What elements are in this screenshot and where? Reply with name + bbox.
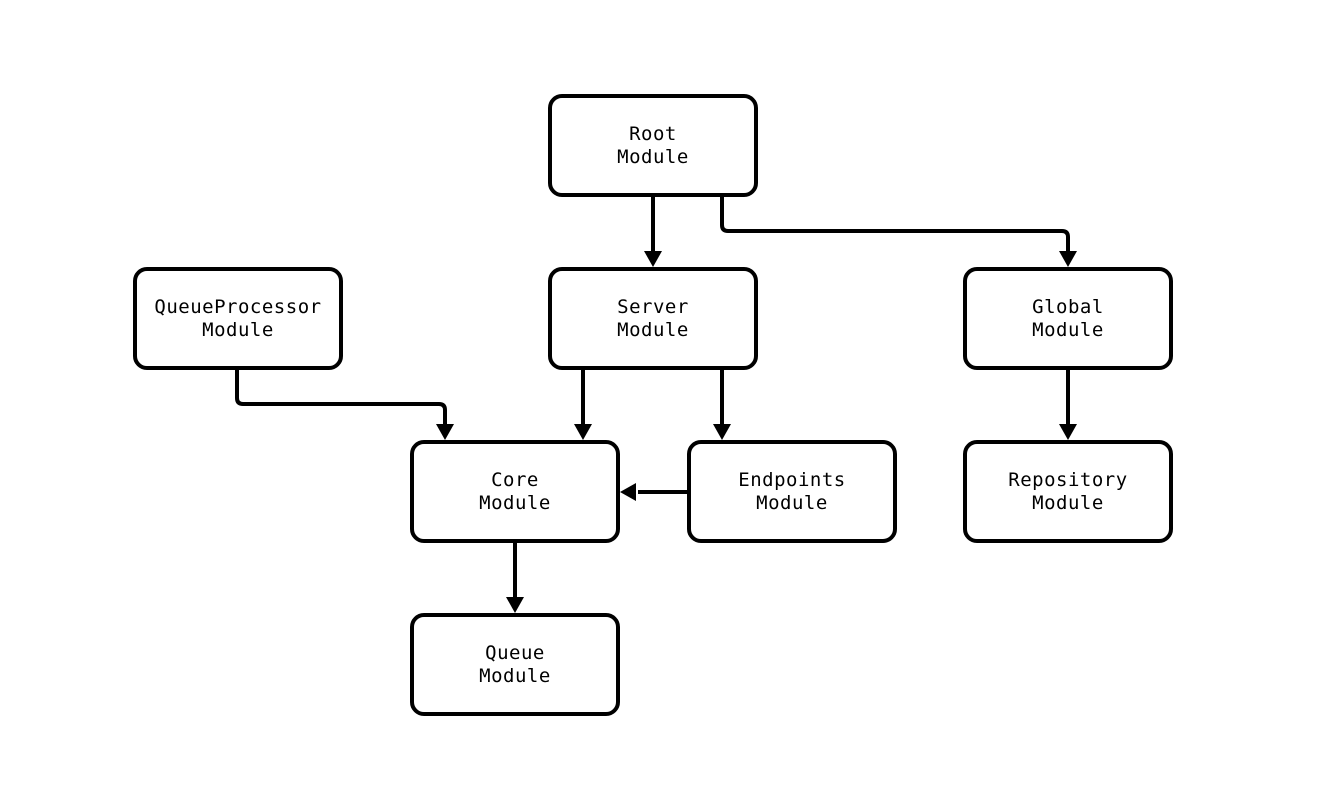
node-label-name: Global <box>1032 295 1104 318</box>
node-label-name: QueueProcessor <box>154 295 322 318</box>
node-label-suffix: Module <box>479 664 551 687</box>
node-label-suffix: Module <box>756 491 828 514</box>
node-label-suffix: Module <box>1032 318 1104 341</box>
node-label-suffix: Module <box>1032 491 1104 514</box>
node-label-name: Root <box>629 122 677 145</box>
arrowhead-root-to-global <box>1059 251 1077 267</box>
arrowhead-server-to-endpoints <box>713 424 731 440</box>
node-label-name: Queue <box>485 641 545 664</box>
arrowhead-endpoints-to-core <box>620 483 636 501</box>
node-label-name: Repository <box>1008 468 1128 491</box>
arrowhead-queueprocessor-to-core <box>436 424 454 440</box>
node-label-name: Endpoints <box>738 468 846 491</box>
arrowheads-group <box>436 251 1077 613</box>
arrowhead-server-to-core <box>574 424 592 440</box>
node-label-suffix: Module <box>479 491 551 514</box>
edges-group <box>235 197 1070 598</box>
node-label-suffix: Module <box>617 318 689 341</box>
node-label-name: Core <box>491 468 539 491</box>
edge-queueprocessor-to-core <box>235 370 447 425</box>
arrowhead-global-to-repository <box>1059 424 1077 440</box>
arrowhead-core-to-queue <box>506 597 524 613</box>
arrowhead-root-to-server <box>644 251 662 267</box>
node-label-suffix: Module <box>617 145 689 168</box>
node-label-suffix: Module <box>202 318 274 341</box>
node-label-name: Server <box>617 295 689 318</box>
edge-root-to-global <box>720 197 1070 252</box>
